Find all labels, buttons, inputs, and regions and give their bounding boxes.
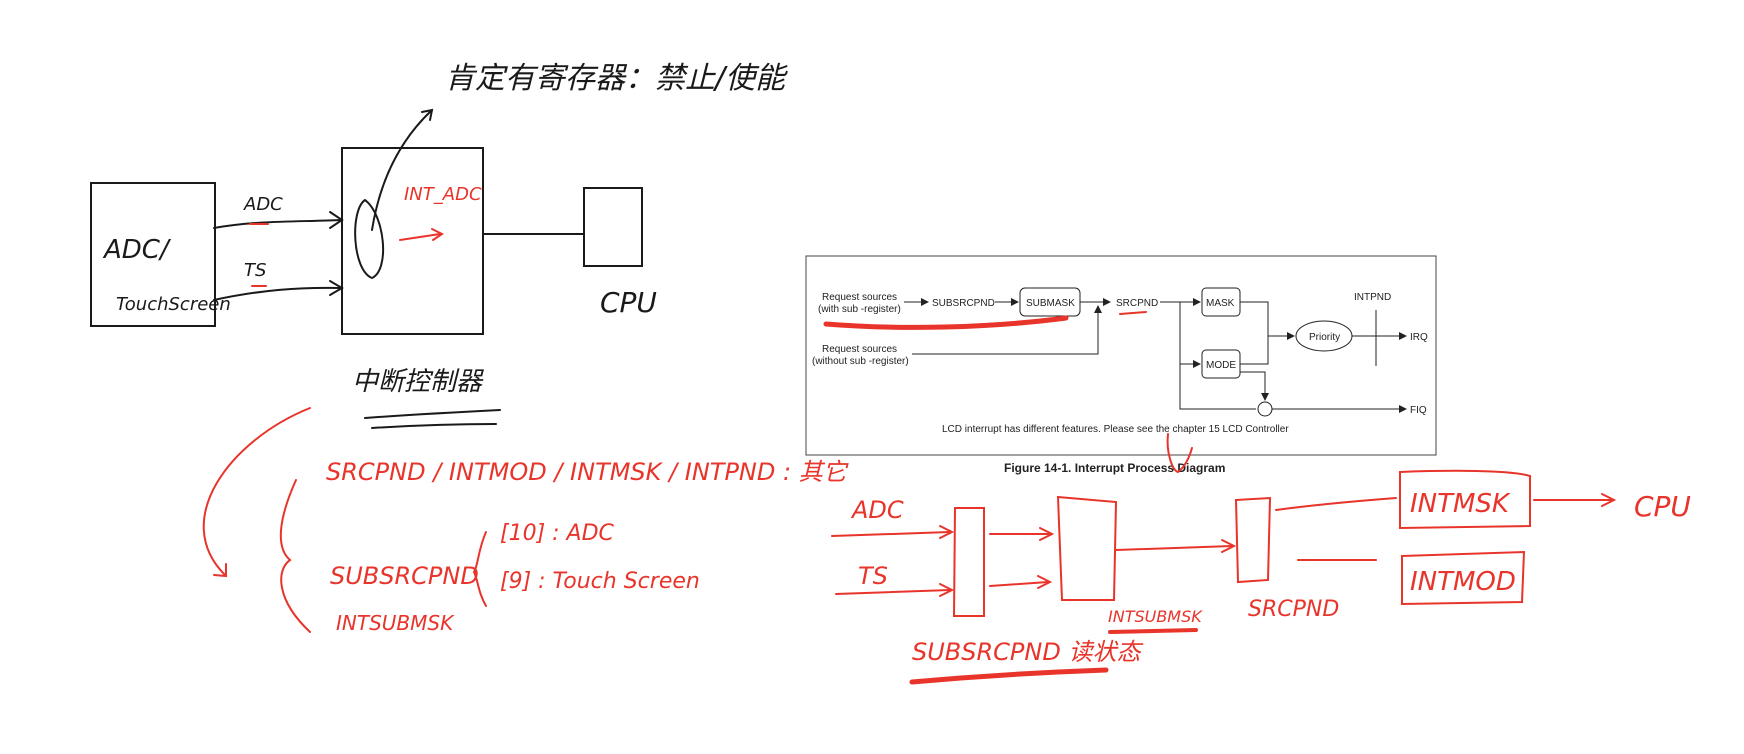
black-labels: 肯定有寄存器：禁止/使能 ADC/ TouchScreen ADC TS CPU… [102,61,788,397]
adc-right-label: ADC [850,496,904,524]
subsrcpnd-note-underline [909,667,1109,685]
subsrcpnd-note-label: SUBSRCPND 读状态 [912,638,1143,666]
subsrcpnd-text: SUBSRCPND [932,298,995,309]
irq-text: IRQ [1410,332,1428,343]
intmod-box-label: INTMOD [1410,567,1516,597]
req-nosub-1: Request sources [822,344,897,355]
req-sub-1: Request sources [822,292,897,303]
red-left-labels: INT_ADC SRCPND / INTMOD / INTMSK / INTPN… [326,184,850,635]
cpu-right-label: CPU [1634,490,1691,523]
black-sketch [90,108,643,429]
pointer-curve [371,109,433,231]
intsubmsk-bottom-label: INTSUBMSK [1108,607,1203,626]
intmod-box-frame [1401,550,1526,606]
fiq-text: FIQ [1410,405,1427,416]
box-3 [1234,496,1272,584]
intsubmsk-label: INTSUBMSK [336,611,455,635]
mode-to-fiq-gate [1240,371,1269,401]
controller-label: 中断控制器 [352,367,484,397]
adc-to-box1 [831,531,951,537]
mode-text: MODE [1206,360,1236,371]
ts-arrow [213,286,343,301]
mode-out [1240,336,1269,365]
int-adc-label: INT_ADC [404,184,482,205]
controller-underline-1 [364,409,501,419]
lcd-note: LCD interrupt has different features. Pl… [942,424,1289,435]
adc-line-label: ADC [243,194,283,215]
int-adc-arrow [399,233,441,241]
nosub-line [912,305,1102,355]
priority-text: Priority [1309,332,1340,343]
touchscreen-label: TouchScreen [116,294,231,315]
cpu-box [583,187,643,267]
intmsk-box-label: INTMSK [1410,489,1511,519]
adc-box-label: ADC/ [102,235,172,265]
req-sub-2: (with sub -register) [818,304,901,315]
mask-out [1240,301,1295,340]
bit10-label: [10] : ADC [500,521,615,546]
subsrcpnd-label: SUBSRCPND [330,562,479,590]
mask-text: MASK [1206,298,1235,309]
interrupt-controller-box [341,147,484,335]
req-nosub-2: (without sub -register) [812,356,909,367]
box3-to-intmsk [1275,497,1397,511]
red-right-labels: ADC TS INTMSK CPU INTMOD INTSUBMSK SRCPN… [850,489,1691,666]
figure-caption: Figure 14-1. Interrupt Process Diagram [1004,461,1225,475]
sub-brace [472,531,487,607]
box2-to-box3 [1115,545,1233,551]
cpu-label: CPU [600,286,657,319]
figure-frame [805,255,1437,456]
note-top-text: 肯定有寄存器：禁止/使能 [445,61,788,96]
caption-pointer [1166,433,1193,474]
bit9-label: [9] : Touch Screen [500,569,700,594]
srcpnd-bottom-label: SRCPND [1248,597,1339,622]
adc-arrow [213,219,343,229]
intmsk-box-frame [1399,469,1531,530]
intsubmsk-underline [1108,628,1198,634]
registers-line: SRCPND / INTMOD / INTMSK / INTPND : 其它 [326,458,850,486]
intpnd-text: INTPND [1354,292,1391,303]
srcpnd-split [1179,302,1256,410]
controller-underline-2 [371,423,497,429]
box1-to-box2-b [989,581,1049,587]
box-2 [1056,495,1118,601]
submask-text: SUBMASK [1026,298,1075,309]
ts-to-box1 [835,589,951,595]
red-left-strokes [202,223,487,633]
left-brace [279,479,311,633]
curved-return-arrow [202,407,311,576]
oval-gate [354,198,385,280]
ts-right-label: TS [858,562,888,590]
red-right-strokes [823,311,1617,685]
submask-underline [823,315,1069,330]
adc-touchscreen-box [90,182,216,327]
interrupt-process-figure: Request sources (with sub -register) SUB… [805,255,1437,475]
ts-line-label: TS [244,260,266,281]
srcpnd-text: SRCPND [1116,298,1158,309]
srcpnd-underline [1119,311,1147,315]
box-1 [952,507,985,617]
